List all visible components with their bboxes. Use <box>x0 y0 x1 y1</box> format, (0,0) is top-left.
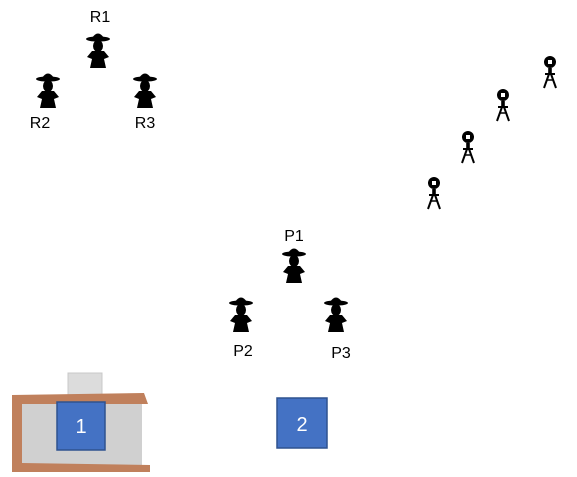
label-p3: P3 <box>331 345 351 362</box>
person-p3-icon <box>324 297 348 332</box>
person-r2-icon <box>36 73 60 108</box>
box-1-label: 1 <box>75 416 86 438</box>
box-2 <box>276 397 328 449</box>
camera-4-icon <box>427 176 441 210</box>
box-1 <box>56 401 106 451</box>
counter-frame <box>12 393 150 472</box>
box-2-label: 2 <box>296 414 307 436</box>
camera-3-icon <box>461 130 475 164</box>
label-p2: P2 <box>233 343 253 360</box>
counter-screen <box>67 372 103 398</box>
label-r2: R2 <box>30 115 51 132</box>
label-r1: R1 <box>90 9 111 26</box>
person-r1-icon <box>86 33 110 68</box>
label-r3: R3 <box>135 115 156 132</box>
person-p2-icon <box>229 297 253 332</box>
label-p1: P1 <box>284 228 304 245</box>
person-p1-icon <box>282 248 306 283</box>
camera-1-icon <box>543 55 557 89</box>
camera-2-icon <box>496 88 510 122</box>
person-r3-icon <box>133 73 157 108</box>
